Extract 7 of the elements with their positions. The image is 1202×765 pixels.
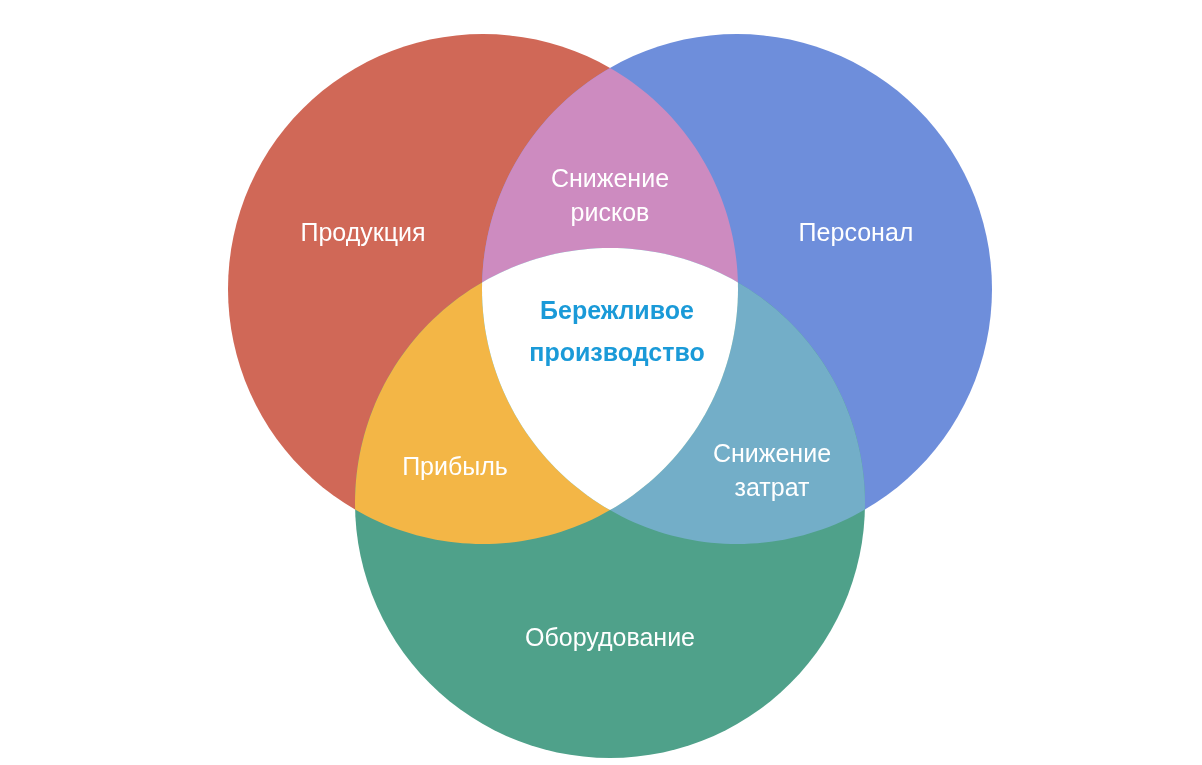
circle-label: Продукция (299, 217, 427, 248)
center-label: Бережливое производство (528, 295, 706, 368)
circle-label: Оборудование (523, 622, 696, 653)
overlap-label: Прибыль (401, 451, 509, 482)
circle-label: Персонал (797, 217, 915, 248)
overlap-label: Снижение рисков (549, 163, 671, 228)
overlap-label: Снижение затрат (711, 438, 833, 503)
